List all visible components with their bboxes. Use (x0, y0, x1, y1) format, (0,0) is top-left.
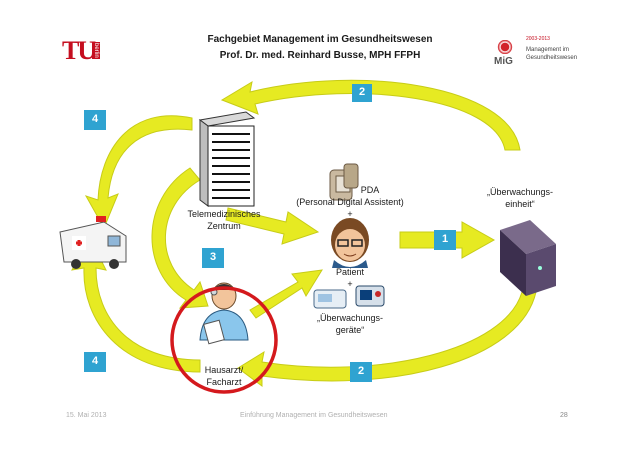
footer-page: 28 (560, 412, 568, 419)
header-line2: Prof. Dr. med. Reinhard Busse, MPH FFPH (219, 50, 421, 61)
highlight-ring (170, 286, 278, 394)
hausarzt-label-line1: Hausarzt/ (204, 365, 244, 375)
badge-1-bg (434, 230, 456, 250)
tu-logo-text: TU (62, 36, 96, 65)
mig-line2: Gesundheitswesen (526, 55, 578, 61)
arrow-3 (151, 167, 209, 309)
tu-logo-sub: berlin (92, 42, 100, 59)
mig-flower-icon (496, 40, 514, 54)
arrow-doctor-patient (249, 269, 323, 319)
arrow-2-top (220, 79, 521, 151)
telemed-label-line1: Telemedizinisches (187, 209, 261, 219)
geraete-label: „Überwachungs- geräte“ (300, 312, 400, 336)
plus-sign-1: + (347, 209, 353, 219)
ambulance-icon (59, 216, 127, 269)
plus-sign-2: + (347, 279, 353, 289)
patient-icon (331, 218, 369, 268)
badge-2-bottom: 2 (357, 365, 365, 377)
badge-1: 1 (441, 233, 449, 245)
pda-label: PDA (Personal Digital Assistent) + (280, 184, 420, 220)
einheit-label: „Überwachungs- einheit“ (470, 186, 570, 210)
patient-label-text: Patient (335, 267, 365, 277)
badge-3-bg (202, 248, 224, 268)
arrow-2-bottom (237, 291, 537, 387)
arrow-server-patient (225, 207, 320, 245)
geraete-label-line1: „Überwachungs- (316, 313, 384, 323)
pda-label-line2: (Personal Digital Assistent) (296, 197, 404, 207)
mig-abbr: MiG (494, 56, 513, 67)
telemed-label-line2: Zentrum (207, 221, 241, 231)
hausarzt-label: Hausarzt/ Facharzt (184, 364, 264, 388)
telemed-label: Telemedizinisches Zentrum (164, 208, 284, 232)
mig-logo: 2003-2013 MiG Management im Gesundheitsw… (492, 36, 578, 70)
pda-icon (329, 163, 359, 201)
pda-label-line1: PDA (360, 185, 380, 195)
footer-date: 15. Mai 2013 (66, 412, 107, 419)
mig-years: 2003-2013 (526, 36, 550, 42)
patient-label: Patient + (320, 266, 380, 290)
badge-2-top: 2 (358, 86, 366, 98)
geraete-label-line2: geräte“ (335, 325, 365, 335)
server-icon (198, 111, 256, 207)
monitoring-unit-icon (500, 220, 556, 296)
monitoring-device-icon (313, 285, 385, 309)
badge-4-top: 4 (91, 113, 99, 125)
header-line1: Fachgebiet Management im Gesundheitswese… (207, 34, 433, 45)
mig-line1: Management im (526, 47, 570, 53)
hausarzt-label-line2: Facharzt (206, 377, 242, 387)
einheit-label-line2: einheit“ (505, 199, 535, 209)
badge-3: 3 (209, 251, 217, 263)
badge-4-bottom: 4 (91, 355, 99, 367)
einheit-label-line1: „Überwachungs- (486, 187, 554, 197)
footer-center: Einführung Management im Gesundheitswese… (240, 412, 388, 419)
badge-2-top-bg (352, 84, 372, 102)
badge-4-bottom-bg (84, 352, 106, 372)
badge-2-bottom-bg (350, 362, 372, 382)
badge-4-top-bg (84, 110, 106, 130)
tu-berlin-logo: TU berlin (62, 36, 102, 70)
